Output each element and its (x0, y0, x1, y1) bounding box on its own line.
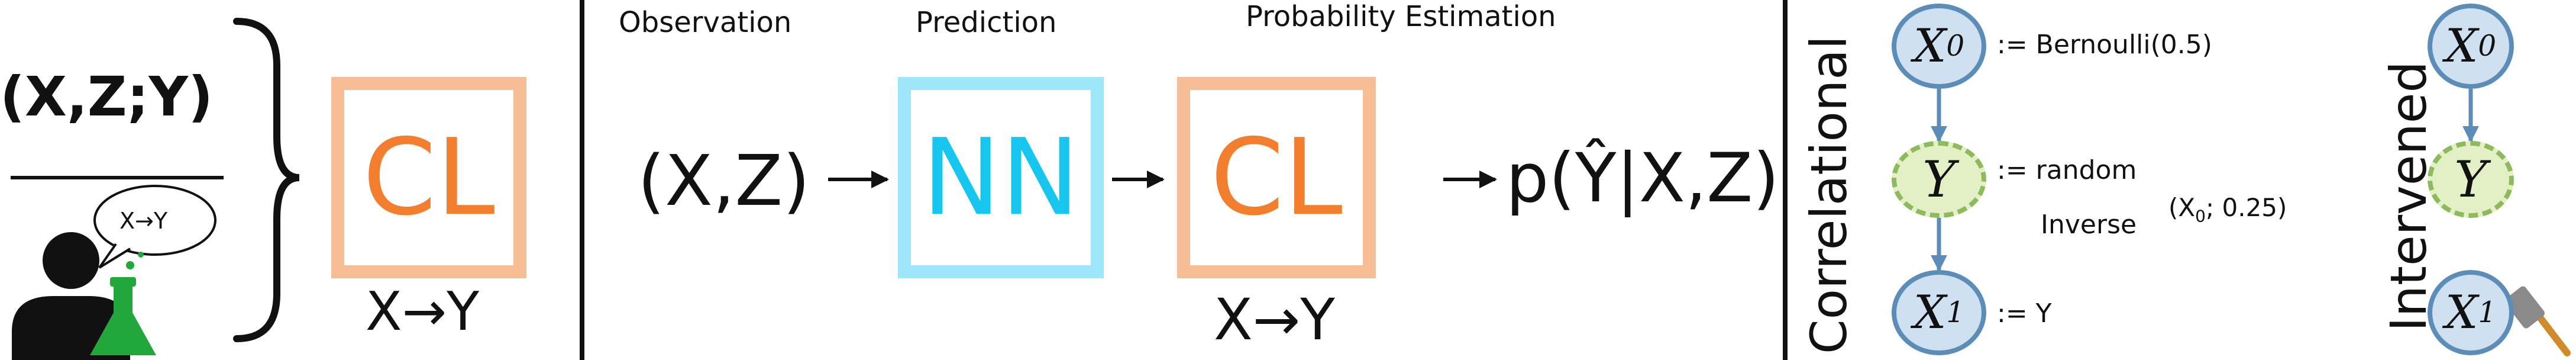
equation-x0: := Bernoulli(0.5) (1997, 30, 2212, 60)
equation-y-args-open: (X (2168, 193, 2196, 222)
cl-box-left: CL (331, 77, 526, 278)
equation-y-args: (X0; 0.25) (2168, 195, 2287, 224)
equation-y-line2: Inverse (2041, 210, 2137, 240)
speech-text: X→Y (119, 208, 168, 234)
speech-bubble-icon (93, 185, 216, 269)
cl-label-middle: CL (1210, 116, 1343, 239)
input-xz: (X,Z) (638, 140, 810, 221)
flask-icon (90, 252, 156, 355)
output-probability: p(Ŷ|X,Z) (1506, 139, 1779, 217)
cl-caption-middle: X→Y (1214, 287, 1335, 353)
node-intervened-y-label: Y (2454, 150, 2487, 208)
node-x1-sub: 1 (1946, 296, 1965, 329)
curly-brace (233, 18, 300, 342)
node-x0-sub: 0 (1946, 30, 1965, 63)
node-x1-label: X (1913, 286, 1947, 339)
node-intervened-y: Y (2428, 141, 2514, 218)
node-intervened-x0-sub: 0 (2478, 30, 2497, 63)
node-intervened-x1-label: X (2445, 286, 2478, 339)
nn-box: NN (898, 77, 1104, 278)
node-y-label: Y (1922, 150, 1956, 208)
intervened-label: Intervened (2380, 61, 2438, 332)
node-y: Y (1892, 141, 1986, 218)
equation-y-line1: := random (1997, 155, 2137, 185)
cl-box-middle: CL (1177, 77, 1376, 278)
node-intervened-x1-sub: 1 (2478, 296, 2497, 329)
hammer-icon (2504, 286, 2571, 356)
cl-caption-left: X→Y (366, 281, 480, 343)
header-observation: Observation (619, 6, 792, 39)
equation-y-args-sub: 0 (2195, 206, 2206, 226)
node-intervened-x0-label: X (2445, 20, 2478, 73)
header-probability-estimation: Probability Estimation (1246, 0, 1556, 33)
correlational-label: Correlational (1800, 35, 1858, 354)
node-x0-label: X (1913, 20, 1947, 73)
nn-label: NN (922, 116, 1080, 239)
data-formula: (X,Z;Y) (0, 65, 214, 128)
cl-label-left: CL (363, 116, 495, 239)
header-prediction: Prediction (916, 6, 1057, 39)
equation-x1: := Y (1997, 298, 2052, 329)
equation-y-args-rest: ; 0.25) (2206, 193, 2287, 222)
